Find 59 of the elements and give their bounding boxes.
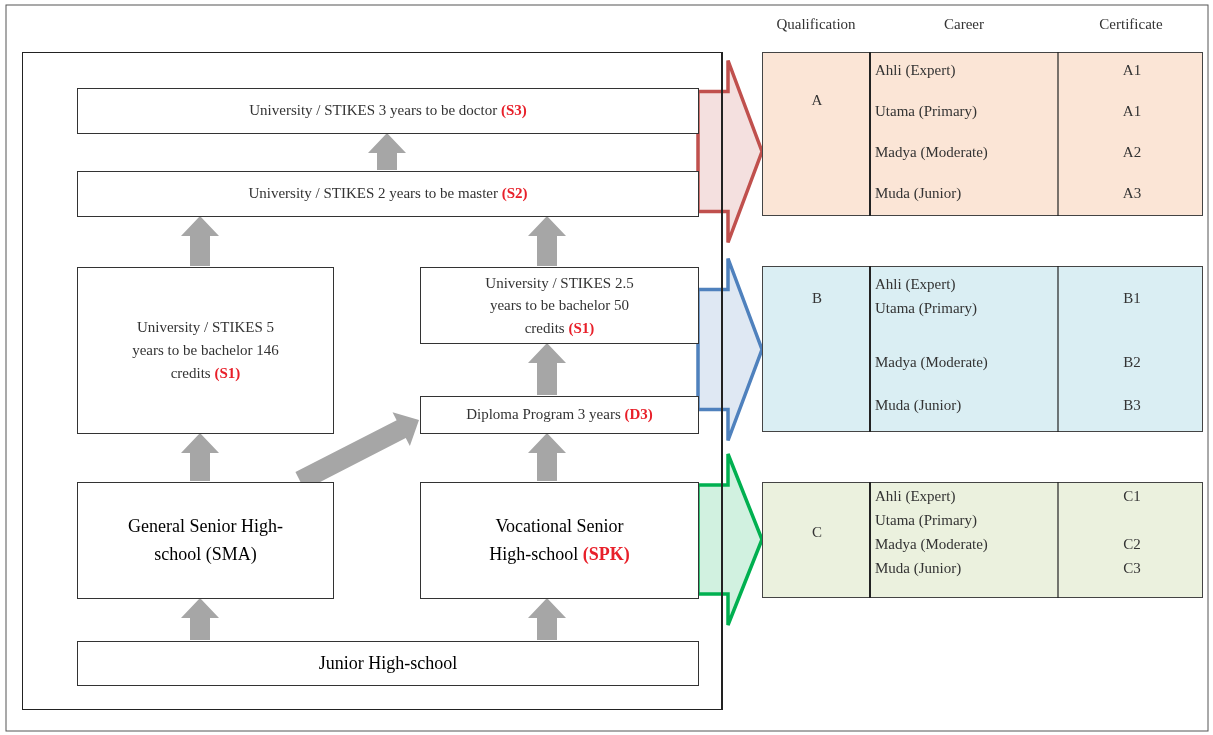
block-arrow	[696, 58, 764, 245]
arrow	[181, 216, 219, 266]
stage-box	[77, 267, 334, 434]
career-level: Ahli (Expert)	[875, 489, 956, 504]
career-level: Madya (Moderate)	[875, 537, 988, 552]
career-level: Muda (Junior)	[875, 398, 962, 413]
arrow	[528, 216, 566, 266]
stage-box	[420, 267, 699, 344]
stage-text: General Senior High-school (SMA)	[128, 514, 283, 566]
stage-box	[420, 482, 699, 599]
qualification-grade: B	[812, 291, 822, 306]
arrow	[528, 598, 566, 640]
qualification-table	[762, 482, 1203, 598]
stage-text: Vocational Senior High-school (SPK)	[488, 514, 631, 566]
career-level: Utama (Primary)	[875, 513, 978, 528]
certificate-code: A1	[1122, 104, 1142, 119]
career-level: Muda (Junior)	[875, 561, 962, 576]
qualification-grade: A	[811, 93, 823, 108]
stage-text: Junior High-school	[318, 651, 458, 675]
career-level: Muda (Junior)	[875, 186, 962, 201]
certificate-code: A1	[1122, 63, 1142, 78]
career-level: Ahli (Expert)	[875, 63, 956, 78]
career-level: Madya (Moderate)	[875, 145, 988, 160]
block-arrow	[696, 452, 764, 627]
stage-box	[77, 641, 699, 686]
qualification-table	[762, 52, 1203, 216]
arrow	[528, 343, 566, 395]
column-header: Qualification	[776, 16, 856, 33]
career-level: Madya (Moderate)	[875, 355, 988, 370]
stage-box	[420, 396, 699, 434]
certificate-code: B2	[1123, 355, 1141, 370]
qualification-grade: C	[812, 525, 822, 540]
certificate-code: C3	[1123, 561, 1141, 576]
stage-text: University / STIKES 2.5 years to be bachelor 50 credits (S1)	[484, 273, 635, 338]
career-level: Ahli (Expert)	[875, 277, 956, 292]
stage-text: University / STIKES 5 years to be bachelor 146 credits (S1)	[131, 317, 280, 384]
arrow	[368, 133, 406, 170]
certificate-code: C1	[1123, 489, 1141, 504]
career-level: Utama (Primary)	[875, 301, 978, 316]
certificate-code: B1	[1123, 291, 1141, 306]
stage-box	[77, 171, 699, 217]
certificate-code: A3	[1122, 186, 1142, 201]
certificate-code: B3	[1123, 398, 1141, 413]
stage-text: Diploma Program 3 years (D3)	[466, 405, 653, 425]
block-arrow	[696, 256, 764, 443]
column-header: Career	[944, 16, 984, 33]
arrow	[181, 598, 219, 640]
panel-frame	[22, 52, 723, 710]
certificate-code: A2	[1122, 145, 1142, 160]
column-header: Certificate	[1099, 16, 1163, 33]
stage-box	[77, 482, 334, 599]
stage-box	[77, 88, 699, 134]
stage-text: University / STIKES 2 years to be master (S2)	[248, 184, 528, 204]
qualification-table	[762, 266, 1203, 432]
arrow	[181, 433, 219, 481]
certificate-code: C2	[1123, 537, 1141, 552]
arrow	[528, 433, 566, 481]
career-level: Utama (Primary)	[875, 104, 978, 119]
stage-text: University / STIKES 3 years to be doctor (S3)	[249, 101, 527, 121]
